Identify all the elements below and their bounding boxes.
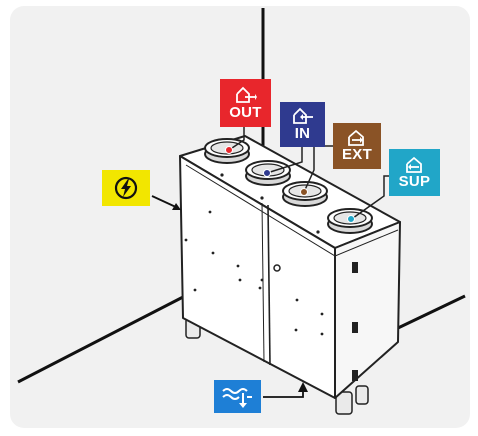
tag-ext-label: EXT bbox=[341, 146, 373, 163]
unit-feet bbox=[185, 317, 369, 415]
house-arrow-out-icon bbox=[235, 86, 257, 104]
power-badge bbox=[102, 170, 150, 206]
drain-arrow bbox=[263, 382, 308, 398]
power-lightning-icon bbox=[113, 175, 139, 201]
leader-out bbox=[228, 127, 245, 151]
side-hinges bbox=[352, 262, 358, 381]
condensate-drain-icon bbox=[221, 385, 255, 409]
duct-connectors bbox=[204, 138, 373, 234]
power-arrow bbox=[151, 195, 181, 210]
cabinet-screws bbox=[184, 173, 324, 336]
tag-in: IN bbox=[280, 102, 325, 147]
house-arrow-in-icon bbox=[292, 107, 314, 125]
tag-out: OUT bbox=[220, 79, 271, 127]
tag-out-label: OUT bbox=[229, 103, 262, 121]
floor-left-line bbox=[17, 294, 186, 384]
tag-ext: EXT bbox=[333, 123, 381, 169]
house-arrow-supply-icon bbox=[405, 156, 425, 173]
leader-in bbox=[266, 147, 303, 174]
cabinet-side bbox=[334, 221, 401, 399]
door-lock bbox=[273, 264, 281, 272]
tag-in-label: IN bbox=[294, 125, 311, 142]
tag-sup-label: SUP bbox=[398, 172, 431, 190]
drain-badge bbox=[214, 380, 261, 413]
house-arrow-extract-icon bbox=[347, 129, 367, 146]
floor-right-line bbox=[397, 294, 466, 330]
leader-dots bbox=[225, 146, 355, 223]
door-split bbox=[267, 204, 271, 366]
tag-sup: SUP bbox=[389, 149, 440, 196]
